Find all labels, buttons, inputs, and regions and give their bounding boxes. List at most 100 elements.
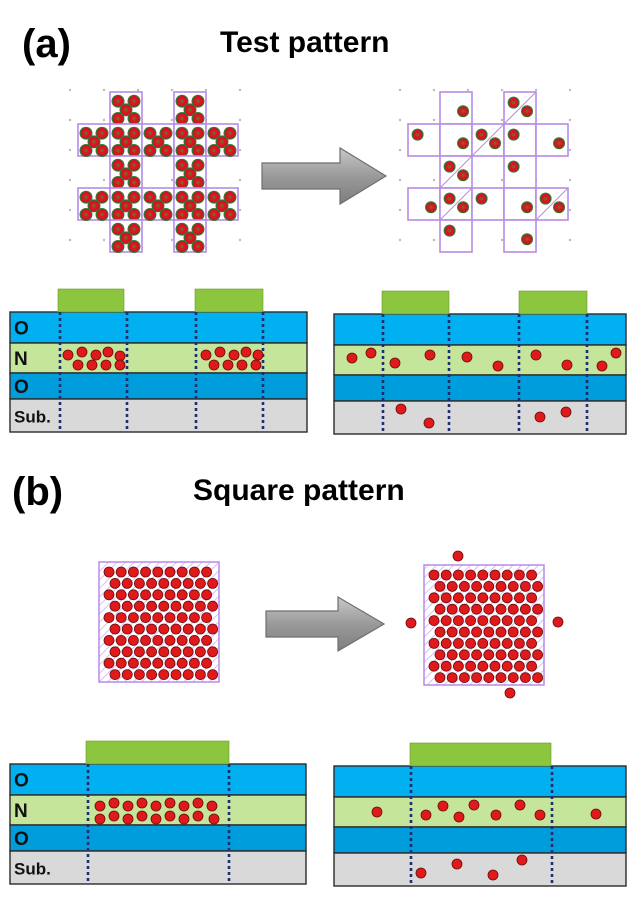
charge-dot — [471, 581, 483, 592]
charge-dot — [194, 669, 206, 680]
grid-dot — [398, 178, 402, 182]
layer-label-substrate: Sub. — [14, 408, 51, 427]
charge-dot — [471, 603, 483, 615]
charge-dot — [201, 589, 213, 601]
charge-dot — [477, 660, 489, 672]
charge-dot — [192, 797, 204, 809]
charge-dot — [108, 810, 120, 822]
substrate-layer — [333, 400, 627, 435]
charge-dot — [465, 615, 477, 626]
charge-dot — [182, 578, 194, 589]
charge-dot — [458, 106, 468, 117]
charge-dot — [208, 359, 220, 371]
charge-dot — [458, 138, 468, 149]
layer-label-bottom_oxide: O — [14, 829, 29, 850]
gate-electrode — [409, 742, 552, 767]
charge-dot — [471, 672, 483, 683]
charge-dot — [72, 359, 84, 371]
grid-dot — [238, 208, 242, 212]
charge-dot — [554, 138, 564, 149]
charge-dot — [76, 346, 88, 358]
charge-dot — [192, 810, 204, 822]
charge-dot — [208, 145, 220, 156]
charge-dot — [115, 566, 127, 578]
charge-dot — [428, 638, 440, 649]
charge-dot — [501, 660, 513, 672]
charge-dot — [458, 626, 470, 638]
grid-dot — [568, 238, 572, 242]
charge-dot — [146, 600, 158, 612]
charge-dot — [178, 813, 190, 825]
charge-dot — [88, 200, 100, 212]
layer-label-substrate: Sub. — [14, 860, 51, 879]
charge-dot — [444, 161, 455, 172]
charge-dot — [184, 232, 196, 244]
charge-dot — [102, 346, 114, 358]
charge-dot — [532, 649, 543, 661]
grid-dot — [432, 118, 436, 122]
charge-dot — [596, 360, 608, 372]
charge-dot — [532, 626, 543, 638]
bottom-oxide-layer — [333, 826, 627, 854]
charge-dot — [560, 406, 572, 418]
charge-dot — [532, 581, 543, 592]
charge-dot — [109, 646, 121, 658]
charge-dot — [146, 623, 158, 635]
charge-dot — [214, 346, 226, 358]
charge-dot — [514, 638, 525, 649]
charge-dot — [96, 145, 108, 156]
charge-dot — [184, 104, 196, 116]
pattern-hatch — [535, 187, 569, 221]
charge-dot — [96, 191, 108, 203]
charge-dot — [415, 867, 427, 879]
charge-dot — [152, 200, 164, 212]
charge-dot — [428, 615, 440, 626]
layer-label-bottom_oxide: O — [14, 377, 29, 398]
grid-dot — [398, 118, 402, 122]
charge-dot — [122, 800, 134, 812]
charge-dot — [178, 800, 190, 812]
charge-dot — [170, 669, 182, 680]
charge-dot — [208, 127, 220, 139]
charge-dot — [201, 566, 213, 578]
charge-dot — [103, 635, 115, 646]
pattern-cell — [439, 219, 473, 253]
charge-dot — [516, 854, 528, 866]
charge-dot — [164, 797, 176, 809]
charge-dot — [150, 813, 162, 825]
charge-dot — [250, 359, 262, 371]
charge-dot — [182, 623, 194, 635]
charge-dot — [483, 603, 495, 615]
panel-b-label: (b) — [12, 470, 64, 514]
layer-label-top_oxide: O — [14, 319, 29, 340]
charge-dot — [207, 669, 219, 680]
charge-dot — [371, 806, 383, 818]
charge-dot — [451, 858, 463, 870]
charge-dot — [477, 569, 489, 581]
charge-dot — [140, 635, 152, 646]
charge-dot — [520, 649, 531, 661]
charge-dot — [133, 623, 145, 635]
charge-dot — [160, 209, 172, 220]
charge-dot — [158, 646, 170, 658]
charge-dot — [476, 129, 487, 140]
charge-dot — [522, 106, 532, 117]
charge-dot — [207, 646, 219, 658]
charge-dot — [514, 569, 525, 581]
charge-dot — [522, 202, 532, 213]
charge-dot — [495, 626, 507, 638]
grid-dot — [68, 118, 72, 122]
grid-dot — [68, 178, 72, 182]
grid-dot — [170, 178, 174, 182]
charge-dot — [507, 649, 519, 661]
gate-electrode — [85, 740, 230, 765]
charge-dot — [224, 209, 236, 220]
pattern-cell — [503, 123, 537, 157]
grid-dot — [204, 88, 208, 92]
grid-dot — [136, 88, 140, 92]
charge-dot — [514, 660, 525, 672]
charge-dot — [96, 209, 108, 220]
stack-a-after — [333, 290, 627, 435]
charge-dot — [434, 603, 446, 615]
